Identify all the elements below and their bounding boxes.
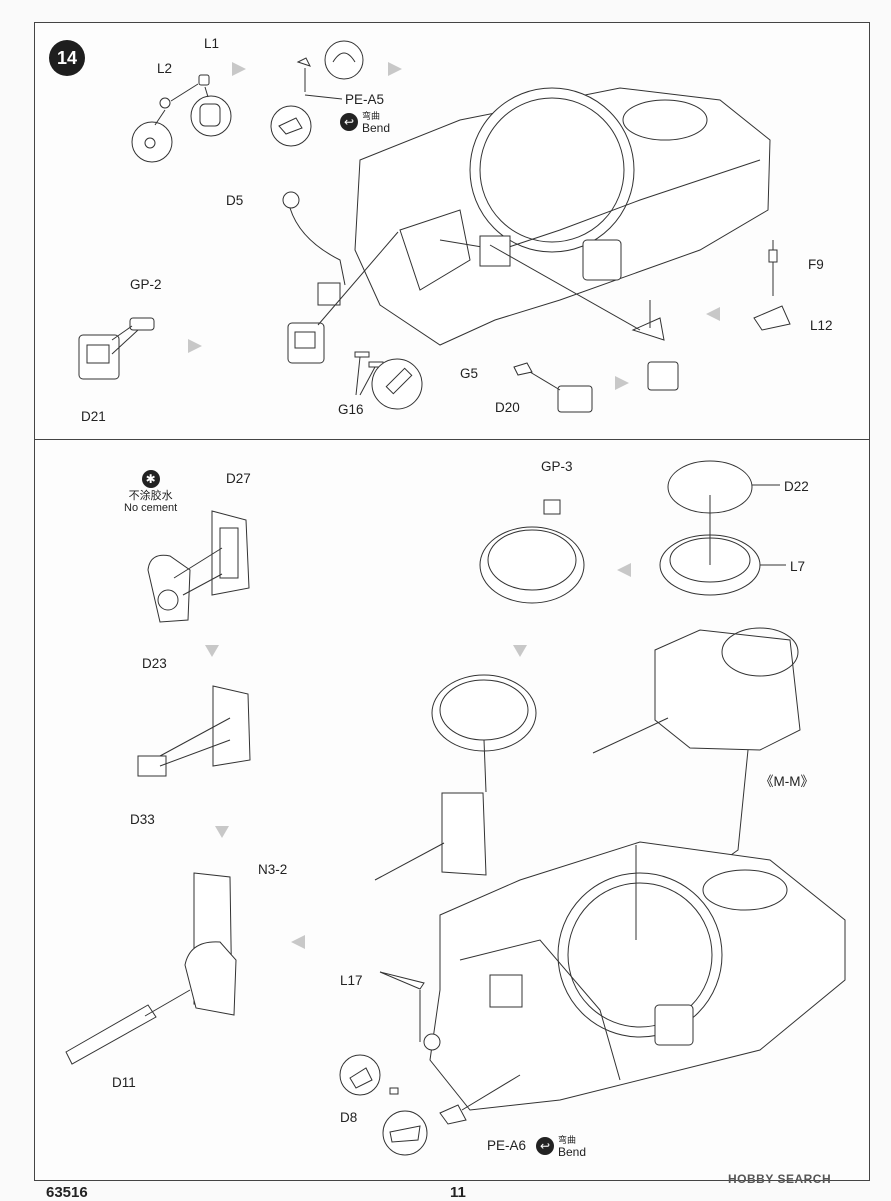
panel-divider [34, 439, 870, 440]
d8-bubble [339, 1054, 381, 1096]
d33-part [137, 755, 167, 777]
gp3-part [543, 499, 561, 515]
bend-zh: 弯曲 [558, 1135, 577, 1145]
pe-a5-lower-bubble [270, 105, 312, 147]
label-g5: G5 [460, 366, 479, 381]
bend-en: Bend [362, 121, 391, 135]
hull-side-box [582, 239, 622, 281]
hull-hatch [479, 235, 511, 267]
f9-part [768, 249, 778, 263]
flow-arrow [615, 376, 629, 390]
no-cement-en: No cement [124, 502, 178, 514]
flow-arrow [291, 935, 305, 949]
d21-installed [287, 322, 325, 364]
label-l17: L17 [340, 973, 363, 988]
mantlet-installed [441, 792, 487, 876]
g16-pin-a [354, 351, 370, 358]
flow-arrow [513, 645, 527, 657]
label-d33: D33 [130, 812, 155, 827]
hull-front-plate [317, 282, 341, 306]
no-cement-zh: 不涂胶水 [128, 490, 173, 502]
step-number-badge: 14 [49, 40, 85, 76]
d21-on-hull [489, 974, 523, 1008]
turret-ring-lower [557, 872, 723, 1038]
d8-installed [423, 1033, 441, 1051]
l12-installed [631, 317, 665, 341]
l2-part [159, 97, 171, 109]
bend-note-upper: ↩ 弯曲 Bend [340, 109, 390, 134]
label-l2: L2 [157, 61, 173, 76]
label-g16: G16 [338, 402, 364, 417]
l1-detail [199, 103, 221, 127]
bend-note-lower: ↩ 弯曲 Bend [536, 1133, 586, 1158]
d8-part [389, 1087, 399, 1095]
d11-barrel [65, 1004, 157, 1065]
pe-a6-bubble [382, 1110, 428, 1156]
pe-a6-part [439, 1104, 467, 1125]
mantlet-assembly [184, 941, 237, 1016]
label-d5: D5 [226, 193, 244, 208]
label-d11: D11 [112, 1075, 136, 1090]
d27-part [211, 510, 250, 596]
d20-installed [647, 361, 679, 391]
label-gp-3: GP-3 [541, 459, 573, 474]
flow-arrow [706, 307, 720, 321]
l12-part [753, 305, 791, 331]
label-d23: D23 [142, 656, 167, 671]
l17-part [379, 971, 425, 990]
flow-arrow [188, 339, 202, 353]
no-cement-icon: ✱ [141, 470, 160, 488]
flow-arrow [215, 826, 229, 838]
hatch-ring [479, 526, 585, 604]
no-cement-note: ✱ 不涂胶水 No cement [124, 470, 177, 514]
label-pe-a5: PE-A5 [345, 92, 385, 107]
bend-icon: ↩ [340, 112, 358, 131]
engine-hatch [622, 99, 708, 141]
engine-hatch-lower [702, 869, 788, 911]
mm-turret [654, 629, 801, 751]
label-d22: D22 [784, 479, 809, 494]
turret-ring-outer [469, 87, 635, 253]
flow-arrow [617, 563, 631, 577]
label-m-m: 《M-M》 [760, 774, 814, 789]
label-l7: L7 [790, 559, 806, 574]
d21-part [78, 334, 120, 380]
gp2-part [129, 317, 155, 331]
label-d21: D21 [81, 409, 106, 424]
l1-part [198, 74, 210, 86]
bend-en: Bend [558, 1145, 587, 1159]
watermark: HOBBY SEARCH [728, 1172, 832, 1186]
label-pe-a6: PE-A6 [487, 1138, 527, 1153]
g5-part [513, 362, 533, 376]
bend-icon: ↩ [536, 1136, 554, 1155]
page-number: 11 [450, 1184, 466, 1201]
label-d27: D27 [226, 471, 251, 486]
pe-a5-upper-bubble [324, 40, 364, 80]
l2-detail [144, 137, 156, 149]
flow-arrow [205, 645, 219, 657]
label-l12: L12 [810, 318, 833, 333]
label-l1: L1 [204, 36, 220, 51]
label-d8: D8 [340, 1110, 358, 1125]
bend-zh: 弯曲 [362, 111, 381, 121]
label-gp-2: GP-2 [130, 277, 162, 292]
kit-number: 63516 [46, 1184, 88, 1201]
flow-arrow [232, 62, 246, 76]
d27-d23-assembly [212, 685, 251, 767]
d5-part [282, 191, 300, 209]
d20-part [557, 385, 593, 413]
flow-arrow [388, 62, 402, 76]
label-f9: F9 [808, 257, 824, 272]
label-d20: D20 [495, 400, 520, 415]
label-n3-2: N3-2 [258, 862, 288, 877]
hull-side-box-lower [654, 1004, 694, 1046]
d23-part [147, 554, 191, 623]
